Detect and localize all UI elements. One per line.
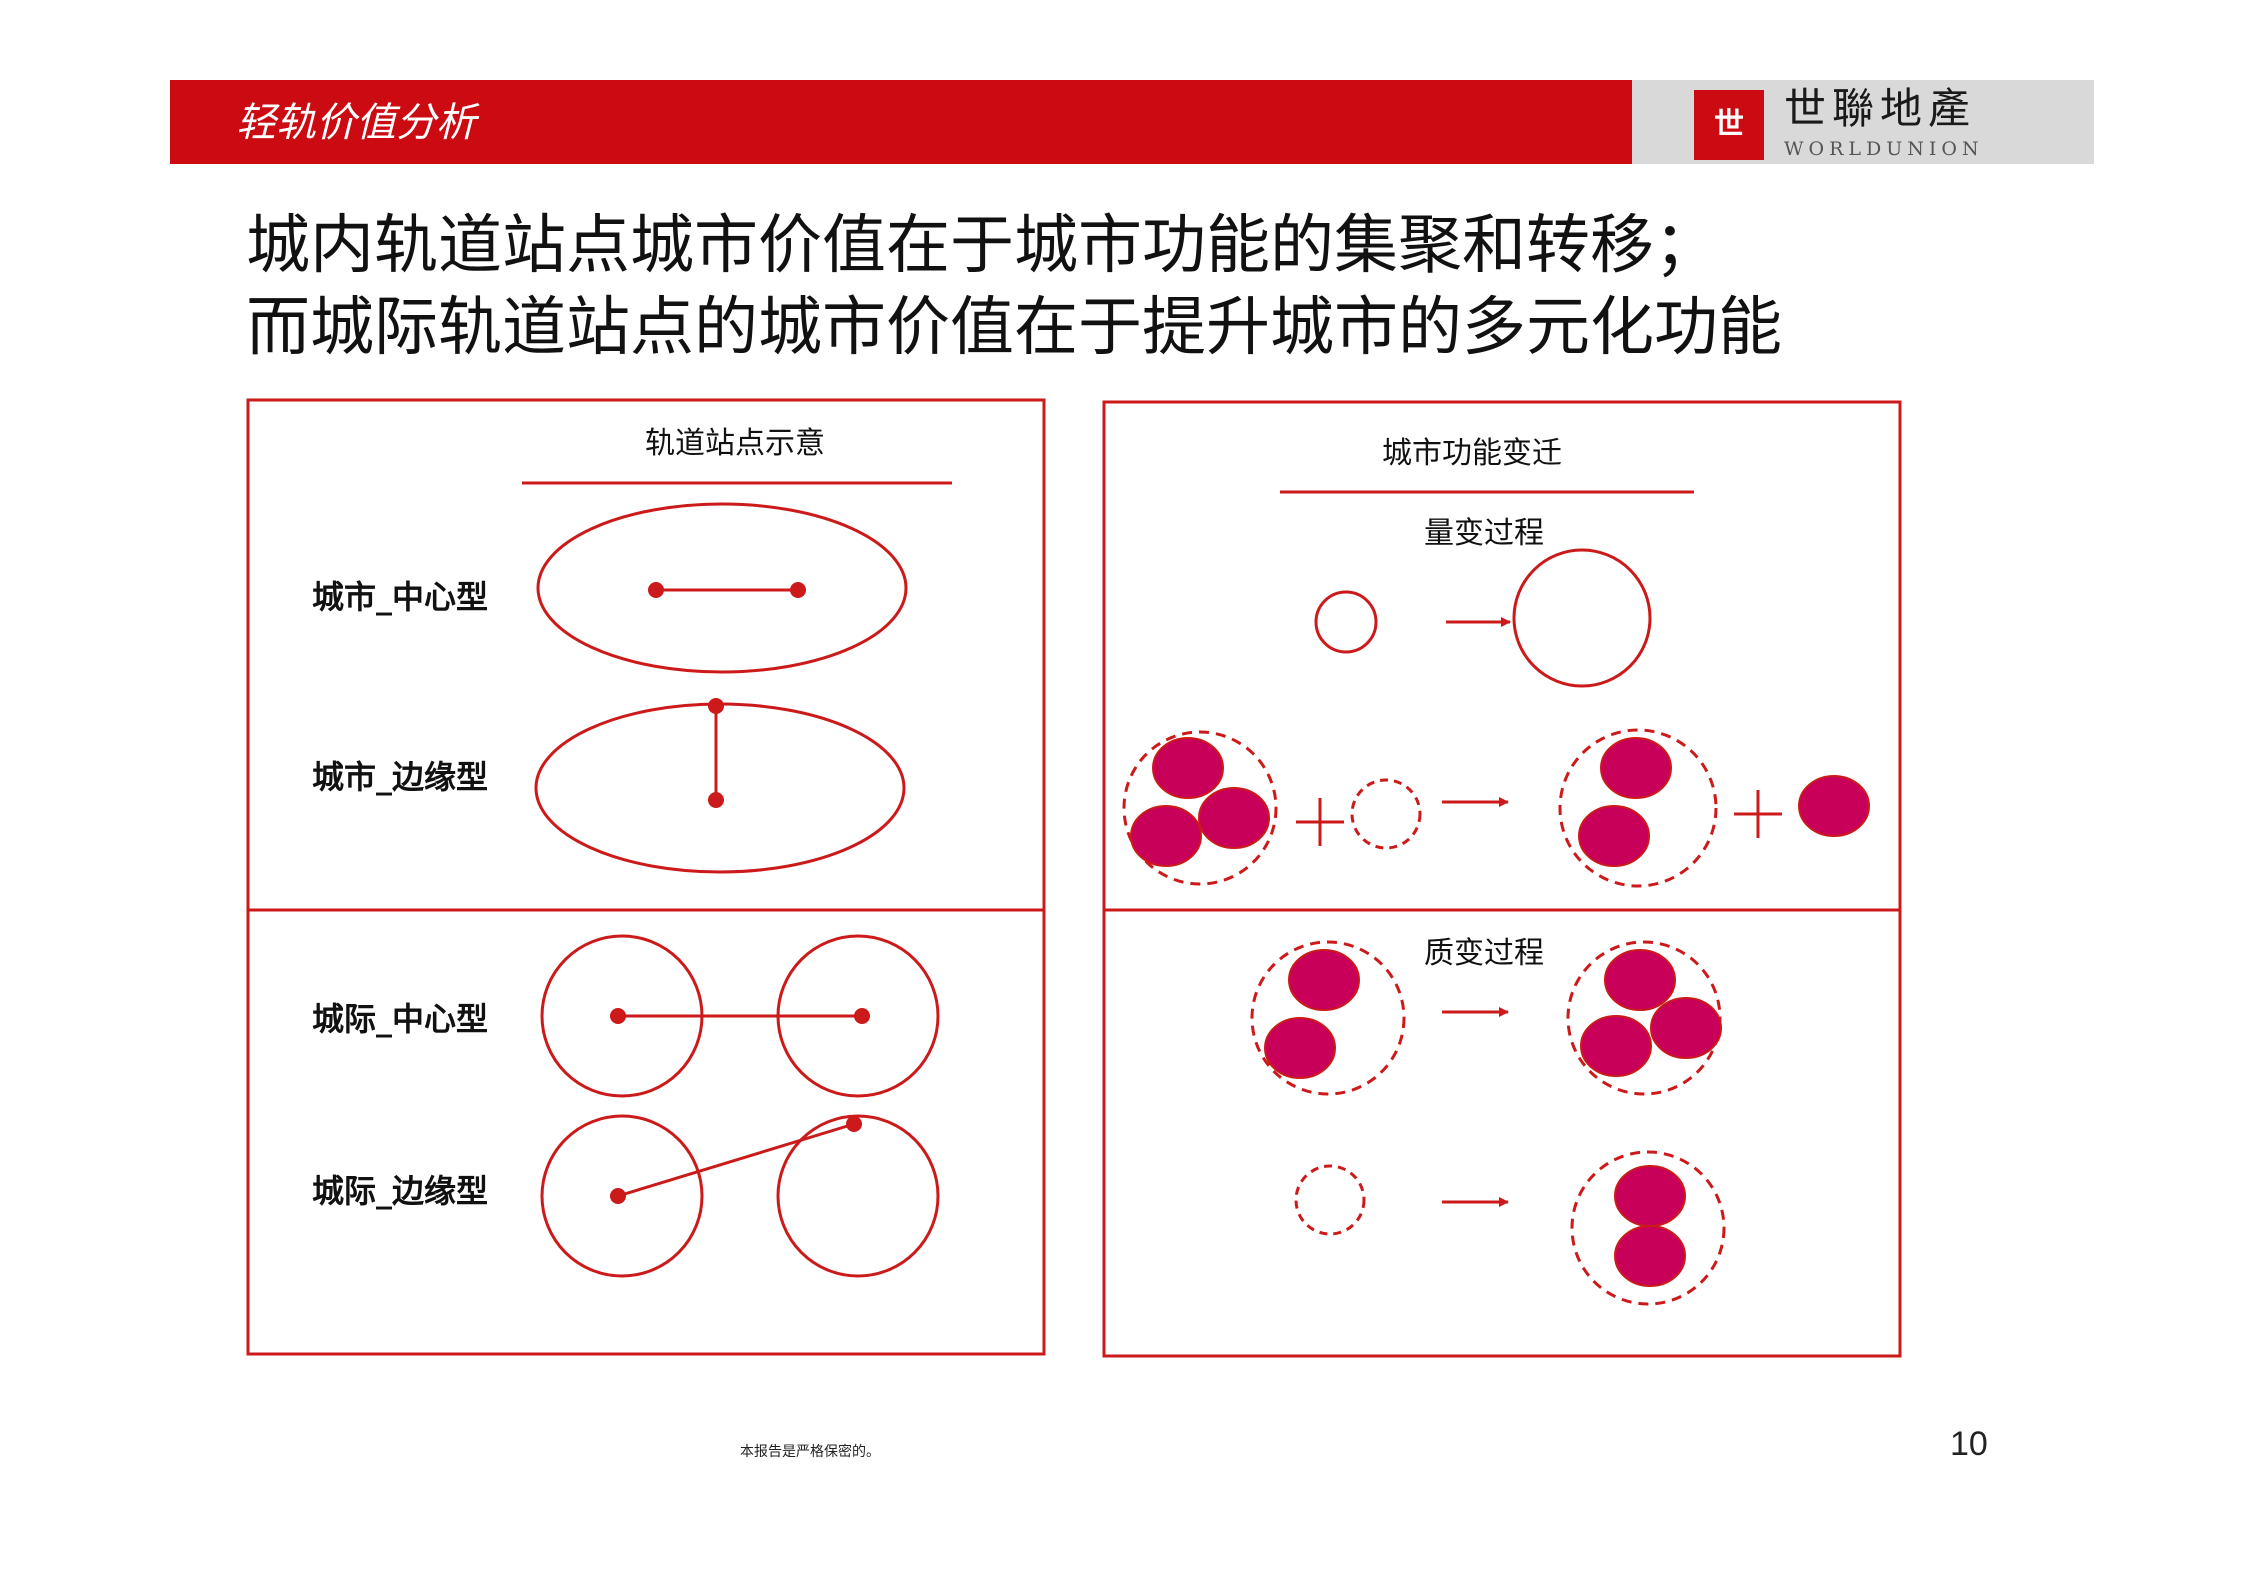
intercity-edge-rail-line (617, 1122, 855, 1198)
right-panel-title: 城市功能变迁 (1382, 436, 1562, 471)
function-blob (1130, 805, 1202, 867)
station-dot (610, 1008, 626, 1024)
right-panel-border (1102, 400, 1902, 1358)
function-blob-transferred (1798, 775, 1870, 837)
cluster-before-dashed-boundary (1122, 730, 1278, 886)
incoming-function-dashed-circle (1350, 778, 1422, 850)
qualitative-change-label: 质变过程 (1424, 936, 1544, 971)
station-dot (610, 1188, 626, 1204)
intercity-edge-circle-right (776, 1114, 940, 1278)
function-blob (1198, 787, 1270, 849)
intercity-edge-circle-left (540, 1114, 704, 1278)
new-cluster-dashed-boundary (1570, 1150, 1726, 1306)
function-blob (1614, 1225, 1686, 1287)
logo-emblem-icon: 世 (1694, 90, 1764, 160)
urban-edge-ellipse (534, 702, 906, 874)
logo-name-en: WORLDUNION (1784, 138, 1984, 160)
left-panel-border (246, 398, 1046, 1356)
function-blob (1152, 737, 1224, 799)
headline-line-1: 城内轨道站点城市价值在于城市功能的集聚和转移； (246, 209, 1718, 283)
urban-central-ellipse (536, 502, 908, 674)
station-dot (846, 1116, 862, 1132)
qualitative-before-dashed-boundary (1250, 940, 1406, 1096)
left-panel-title: 轨道站点示意 (645, 426, 825, 461)
logo-name-cn: 世聯地產 (1784, 84, 1977, 133)
label-intercity-edge: 城际_边缘型 (312, 1172, 488, 1210)
function-blob (1288, 949, 1360, 1011)
station-dot (790, 582, 806, 598)
quantitative-change-label: 量变过程 (1424, 516, 1544, 551)
function-blob (1600, 737, 1672, 799)
function-blob (1264, 1017, 1336, 1079)
large-function-circle (1512, 548, 1652, 688)
function-blob (1580, 1015, 1652, 1077)
station-dot (854, 1008, 870, 1024)
page-number: 10 (1950, 1425, 1988, 1463)
station-dot (648, 582, 664, 598)
cluster-after-dashed-boundary (1558, 728, 1718, 888)
confidentiality-note: 本报告是严格保密的。 (740, 1444, 880, 1460)
label-urban-edge: 城市_边缘型 (312, 758, 488, 796)
station-dot (708, 792, 724, 808)
function-blob (1604, 949, 1676, 1011)
station-dot (708, 698, 724, 714)
function-blob (1614, 1165, 1686, 1227)
function-blob (1650, 997, 1722, 1059)
function-blob (1578, 805, 1650, 867)
label-urban-central: 城市_中心型 (312, 578, 488, 616)
new-function-dashed-circle (1294, 1164, 1366, 1236)
section-title: 轻轨价值分析 (236, 100, 476, 146)
label-intercity-central: 城际_中心型 (312, 1000, 488, 1038)
headline-line-2: 而城际轨道站点的城市价值在于提升城市的多元化功能 (246, 291, 1782, 365)
header-bar (170, 80, 1632, 164)
small-function-circle (1314, 590, 1378, 654)
